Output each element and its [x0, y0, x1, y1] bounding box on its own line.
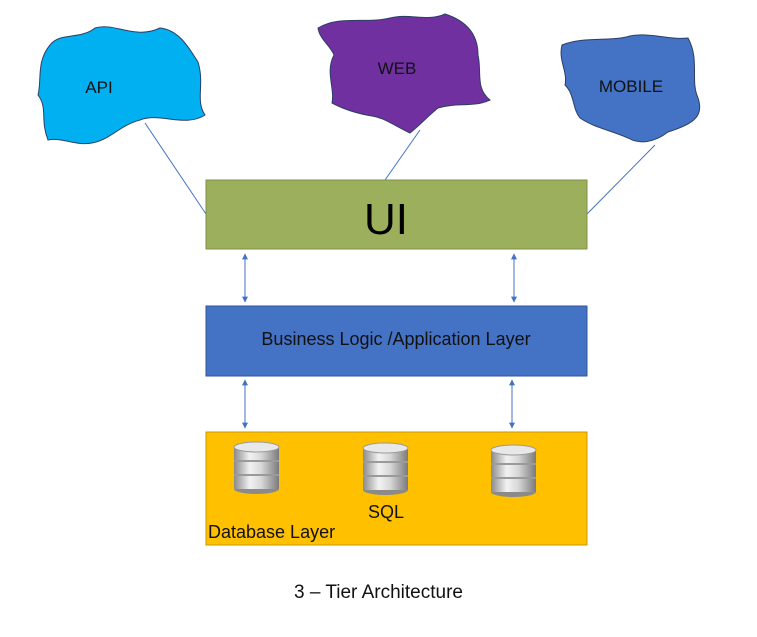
ui-layer: UI [205, 179, 588, 250]
business-logic-layer: Business Logic /Application Layer [205, 305, 588, 377]
web-client-shape: WEB [317, 13, 491, 134]
business-logic-layer-label: Business Logic /Application Layer [261, 329, 530, 349]
database-cylinder-icon [233, 441, 280, 494]
database-layer: SQL Database Layer [205, 431, 588, 546]
web-blob [317, 13, 491, 134]
mobile-blob [560, 34, 701, 143]
sql-label: SQL [368, 502, 404, 522]
web-label: WEB [378, 59, 417, 78]
database-cylinder-icon [490, 444, 537, 497]
web-connector-line [384, 129, 421, 181]
database-layer-label: Database Layer [208, 522, 335, 542]
mobile-label: MOBILE [599, 77, 663, 96]
ui-layer-label: UI [364, 195, 408, 244]
database-cylinder-icon [362, 442, 409, 495]
diagram-caption: 3 – Tier Architecture [294, 582, 463, 603]
api-client-shape: API [37, 26, 206, 145]
ui-layer-box [205, 179, 588, 250]
mobile-client-shape: MOBILE [560, 34, 701, 143]
business-logic-layer-box [205, 305, 588, 377]
api-label: API [85, 78, 112, 97]
api-connector-line [144, 122, 207, 215]
mobile-connector-line [586, 144, 656, 215]
api-blob [37, 26, 206, 145]
